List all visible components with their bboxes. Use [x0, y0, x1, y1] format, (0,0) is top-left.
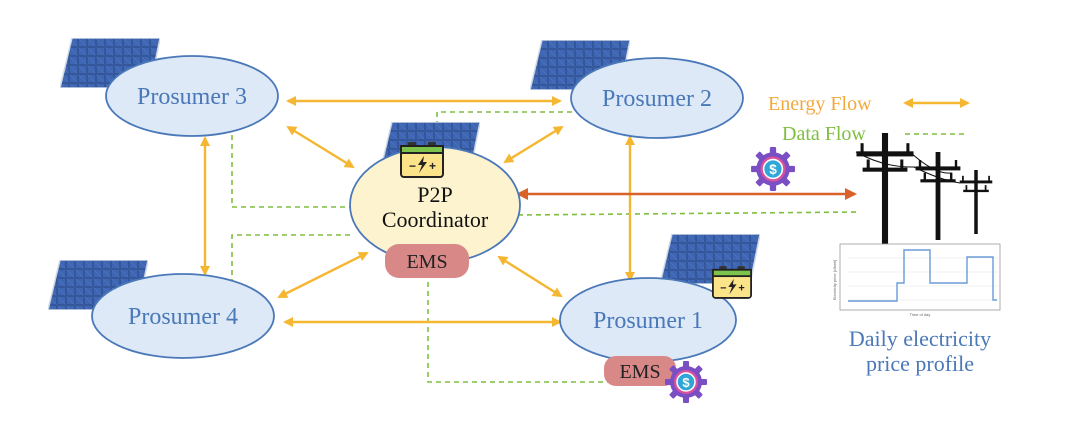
prosumer-1-ems-label: EMS — [619, 361, 660, 383]
legend-energy-flow-label: Energy Flow — [768, 93, 872, 115]
price-profile-caption-line1: Daily electricity — [849, 326, 991, 351]
prosumer-1-label: Prosumer 1 — [593, 308, 703, 334]
prosumer-2-label: Prosumer 2 — [602, 86, 712, 112]
legend-data-flow-label: Data Flow — [782, 123, 866, 145]
data-line-prosumer1 — [427, 282, 610, 383]
price-profile-caption-line2: price profile — [866, 351, 974, 376]
power-line-tower-icon — [856, 133, 914, 245]
coordinator-ems-label: EMS — [406, 251, 447, 273]
legend: Energy Flow Data Flow — [768, 93, 970, 145]
power-grid — [855, 133, 993, 245]
price-profile-line — [848, 249, 997, 302]
data-line-prosumer2 — [436, 111, 590, 150]
price-profile-chart: Electricity price [c/kwh] Time of day — [832, 243, 1001, 317]
energy-arrow-coord-p3 — [286, 125, 355, 169]
dollar-gear-icon — [750, 146, 796, 192]
prosumer-3-node: Prosumer 3 — [105, 55, 279, 137]
prosumer-3-label: Prosumer 3 — [137, 84, 247, 110]
power-line-tower-icon — [959, 170, 993, 234]
power-line-tower-icon — [915, 152, 961, 240]
prosumer-2-node: Prosumer 2 — [570, 57, 744, 139]
data-flow-lines — [231, 111, 861, 383]
energy-arrow-coord-p4 — [277, 251, 369, 299]
battery-icon — [712, 266, 752, 299]
energy-arrow-coord-p2 — [503, 125, 564, 164]
prosumer-4-node: Prosumer 4 — [91, 273, 275, 359]
data-line-grid — [517, 211, 861, 216]
data-line-prosumer3 — [231, 135, 350, 208]
prosumer-4-label: Prosumer 4 — [128, 304, 238, 330]
energy-arrow-coord-p1 — [497, 255, 563, 298]
coordinator-label-line2: Coordinator — [382, 207, 489, 232]
dollar-gear-icon — [664, 360, 708, 404]
data-line-prosumer4 — [231, 234, 350, 290]
energy-flow-arrows — [200, 96, 635, 327]
coordinator-ems-badge: EMS — [385, 244, 469, 278]
battery-icon — [400, 142, 444, 178]
prosumer-1-ems-badge: EMS — [604, 356, 676, 386]
price-chart-ylabel: Electricity price [c/kwh] — [832, 260, 837, 300]
price-chart-xlabel: Time of day — [910, 312, 931, 317]
coordinator-label-line1: P2P — [417, 182, 452, 207]
prosumer-1-node: Prosumer 1 — [559, 277, 737, 363]
